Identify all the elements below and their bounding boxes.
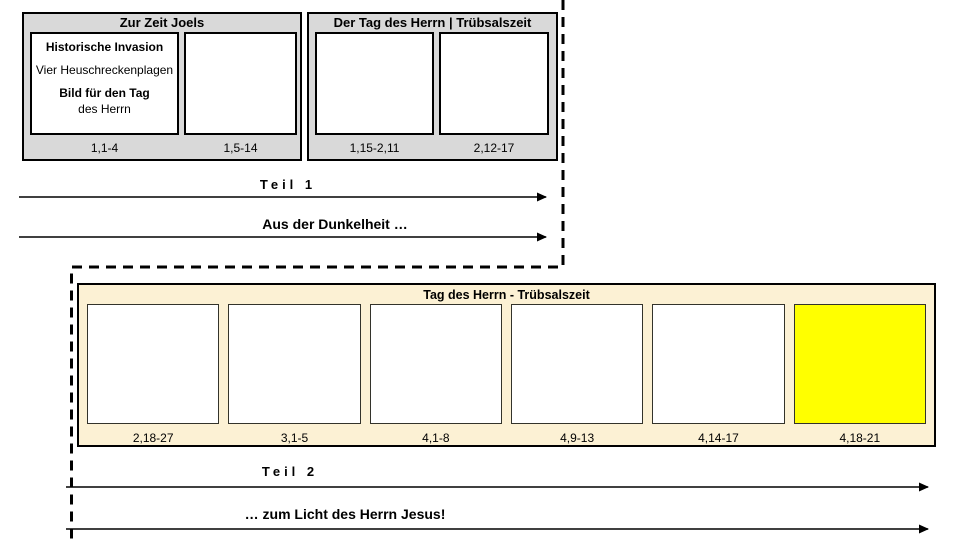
section-box-1-5-14	[184, 32, 297, 135]
reference-label: 1,15-2,11	[349, 141, 400, 155]
panel-tag-des-herrn: Der Tag des Herrn | Trübsalszeit 1,15-2,…	[307, 12, 558, 161]
reference-label: 1,1-4	[90, 141, 119, 155]
timeline-boxes-row	[87, 304, 926, 424]
section-box-4-1-8	[369, 304, 502, 424]
panel-tag-des-herrn-truebsalszeit: Tag des Herrn - Trübsalszeit 2,18-27 3,1…	[77, 283, 936, 447]
timeline-labels-row: 2,18-27 3,1-5 4,1-8 4,9-13 4,14-17 4,18-…	[87, 431, 926, 445]
box-line: Bild für den Tag	[59, 86, 150, 100]
section-box-1-15-2-11	[315, 32, 434, 135]
reference-label: 4,1-8	[422, 431, 450, 445]
dashed-flow-path	[70, 0, 565, 540]
reference-label: 4,14-17	[698, 431, 739, 445]
reference-label: 2,12-17	[473, 141, 515, 155]
reference-label: 4,9-13	[560, 431, 595, 445]
panel-title: Der Tag des Herrn | Trübsalszeit	[333, 15, 532, 30]
section-box-4-18-21-highlighted	[793, 304, 926, 424]
reference-label: 3,1-5	[280, 431, 309, 445]
section-box-3-1-5	[228, 304, 361, 424]
part1-title: Teil 1	[259, 177, 317, 192]
panel-title: Zur Zeit Joels	[119, 15, 205, 30]
part2-title: Teil 2	[261, 464, 319, 479]
part1-subtitle: Aus der Dunkelheit …	[262, 216, 408, 232]
box-line: Historische Invasion	[45, 40, 164, 54]
section-box-4-9-13	[510, 304, 644, 424]
section-box-4-14-17	[652, 304, 785, 424]
section-box-2-12-17	[439, 32, 549, 135]
reference-label: 1,5-14	[223, 141, 258, 155]
panel-title: Tag des Herrn - Trübsalszeit	[423, 288, 590, 302]
panel-zur-zeit-joels: Zur Zeit Joels Historische Invasion Vier…	[22, 12, 302, 161]
section-box-2-18-27	[87, 304, 220, 424]
box-line: des Herrn	[78, 102, 131, 116]
part2-subtitle: … zum Licht des Herrn Jesus!	[244, 506, 446, 522]
reference-label: 4,18-21	[839, 431, 881, 445]
section-box-1-1-4: Historische Invasion Vier Heuschreckenpl…	[30, 32, 179, 135]
box-line: Vier Heuschreckenplagen	[35, 63, 174, 77]
reference-label: 2,18-27	[132, 431, 174, 445]
